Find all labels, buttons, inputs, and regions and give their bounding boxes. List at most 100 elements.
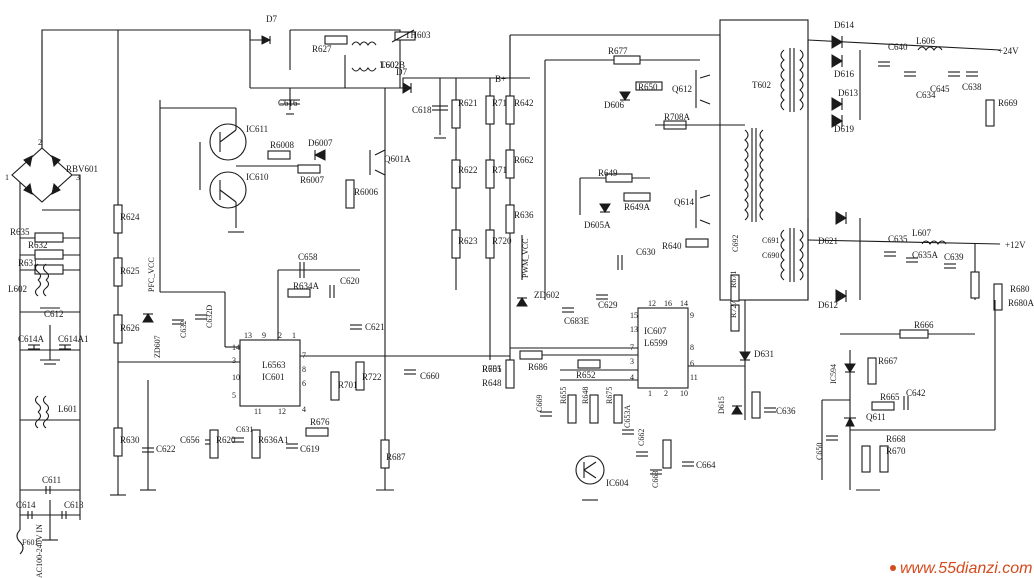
- c612-label: C612: [44, 309, 64, 319]
- r667-label: R667: [878, 356, 898, 366]
- r720-label: R720: [492, 236, 512, 246]
- ic611-label: IC611: [246, 124, 268, 134]
- r676-label: R701: [482, 364, 502, 374]
- zd602-label: ZD602: [534, 290, 560, 300]
- r713-label: R722: [362, 372, 382, 382]
- output-24v: D614 D616 D613 D619 C640 C634 L606 C645 …: [807, 20, 1019, 134]
- c650-label: C650: [815, 443, 824, 460]
- r676-ref-label: R655: [482, 364, 502, 374]
- bridge-pin-3: 3: [76, 173, 80, 182]
- th603-label: TH603: [405, 30, 431, 40]
- ic601-pin-8: 8: [302, 365, 306, 374]
- ic607-pin-10: 10: [680, 389, 688, 398]
- c621-label: C621: [365, 322, 385, 332]
- r687-label: R648: [482, 378, 502, 388]
- ic601-pin-2: 2: [278, 331, 282, 340]
- f601-label: F601: [22, 538, 38, 547]
- r649-label: R649: [598, 168, 618, 178]
- bridge-pin-1: 1: [5, 173, 9, 182]
- c613-label: C613: [64, 500, 84, 510]
- r624-label: R624: [120, 212, 140, 222]
- bulk-divider: R621 R622 R623 R718 R719 R720 R642 R662 …: [451, 95, 534, 259]
- r642-label: R642: [514, 98, 534, 108]
- r636a1-label: R687: [386, 452, 406, 462]
- c683e-label: C683E: [564, 316, 590, 326]
- c658-label: C658: [298, 252, 318, 262]
- d614-label: D614: [834, 20, 854, 30]
- r701-label: R686: [528, 362, 548, 372]
- d615-label: D615: [717, 396, 726, 414]
- r6008-label: R6008: [270, 140, 295, 150]
- ic601-pin-13: 13: [244, 331, 252, 340]
- r727-label: R727: [729, 301, 738, 318]
- c664-label: C664: [696, 460, 716, 470]
- r677-label: R677: [608, 46, 628, 56]
- d631-label: D631: [754, 349, 774, 359]
- c632-label: C632: [179, 321, 188, 338]
- c692-label: C692: [731, 235, 740, 252]
- out-24v-label: +24V: [998, 46, 1019, 56]
- ic607-pin-1: 1: [648, 389, 652, 398]
- ic607-pin-3: 3: [630, 357, 634, 366]
- half-bridge: R677 R650 D606 Q612 R708A R649 R649A D60…: [544, 46, 745, 300]
- c619-label: C619: [300, 444, 320, 454]
- q601a-label: Q601A: [384, 154, 411, 164]
- ic607-pin-8: 8: [690, 343, 694, 352]
- r680a-label: R680A: [1008, 298, 1034, 308]
- ic601-pin-6: 6: [302, 379, 306, 388]
- divider-r624-r630: R624 R625 R626 R630: [110, 204, 140, 496]
- fuse-f601: F601 AC100-240V IN: [16, 524, 44, 578]
- r623-label: R623: [458, 236, 478, 246]
- b-plus-label: B+: [495, 74, 506, 84]
- ic601-pin-3: 3: [232, 356, 236, 365]
- r666-label: R666: [914, 320, 934, 330]
- c639-label: C639: [944, 252, 964, 262]
- c663-label: C663: [651, 471, 660, 488]
- d619-label: D619: [834, 124, 854, 134]
- r629-label: R634A: [293, 281, 320, 291]
- l602b-ref-label: L602B: [380, 60, 405, 70]
- ic607-pin-16: 16: [664, 299, 672, 308]
- r717-label: R620: [216, 435, 236, 445]
- ic607-pin-15: 15: [630, 311, 638, 320]
- d613-label: D613: [838, 88, 858, 98]
- ic594-label: IC594: [829, 364, 838, 384]
- pfc-vcc-label: PFC_VCC: [147, 257, 156, 292]
- r635-label: R635: [10, 227, 30, 237]
- d7-mid-label: D7: [396, 67, 407, 77]
- zd607-label: ZD607: [153, 335, 162, 358]
- c662-label: C662: [637, 429, 646, 446]
- c622-label: C622: [156, 444, 176, 454]
- r632-label: R632: [28, 240, 48, 250]
- r621-label: R621: [458, 98, 478, 108]
- r718-label: R718: [492, 98, 512, 108]
- ic607-pin-9: 9: [690, 311, 694, 320]
- c660-label: C660: [420, 371, 440, 381]
- r665-label: R665: [880, 392, 900, 402]
- r708a-label: R708A: [664, 112, 691, 122]
- r669-label: R669: [998, 98, 1018, 108]
- ic601-pin-4: 4: [302, 405, 306, 414]
- l601-label: L601: [58, 404, 77, 414]
- l606-label: L606: [916, 36, 935, 46]
- pfc-front: R627 D7 T602 L602B TH603 D7 B+ C616 C618: [261, 14, 506, 139]
- r652-label: R648: [581, 387, 590, 404]
- c611-label: C611: [42, 475, 61, 485]
- c634-label: C634: [916, 90, 936, 100]
- ic601-ref: IC601: [262, 372, 285, 382]
- r6006-label: R6006: [354, 187, 379, 197]
- ic607-pin-4: 4: [630, 373, 634, 382]
- r655-label: R675: [605, 387, 614, 404]
- c635a-label: C635A: [912, 250, 939, 260]
- ic601-pin-10: 10: [232, 373, 240, 382]
- c618-label: C618: [412, 105, 432, 115]
- d7-top-label: D7: [266, 14, 277, 24]
- ic607-type: L6599: [644, 338, 668, 348]
- c616-label: C616: [278, 98, 298, 108]
- r620-label: R676: [310, 417, 330, 427]
- c691-label: C691: [762, 236, 779, 245]
- d606-label: D606: [604, 100, 624, 110]
- r631-label: R631: [18, 258, 38, 268]
- filter-caps-bottom: C611 C614 C613: [16, 475, 84, 541]
- driver-transistors: IC611 IC610 R6008 R6007 D6007 R6006 Q601…: [199, 108, 411, 233]
